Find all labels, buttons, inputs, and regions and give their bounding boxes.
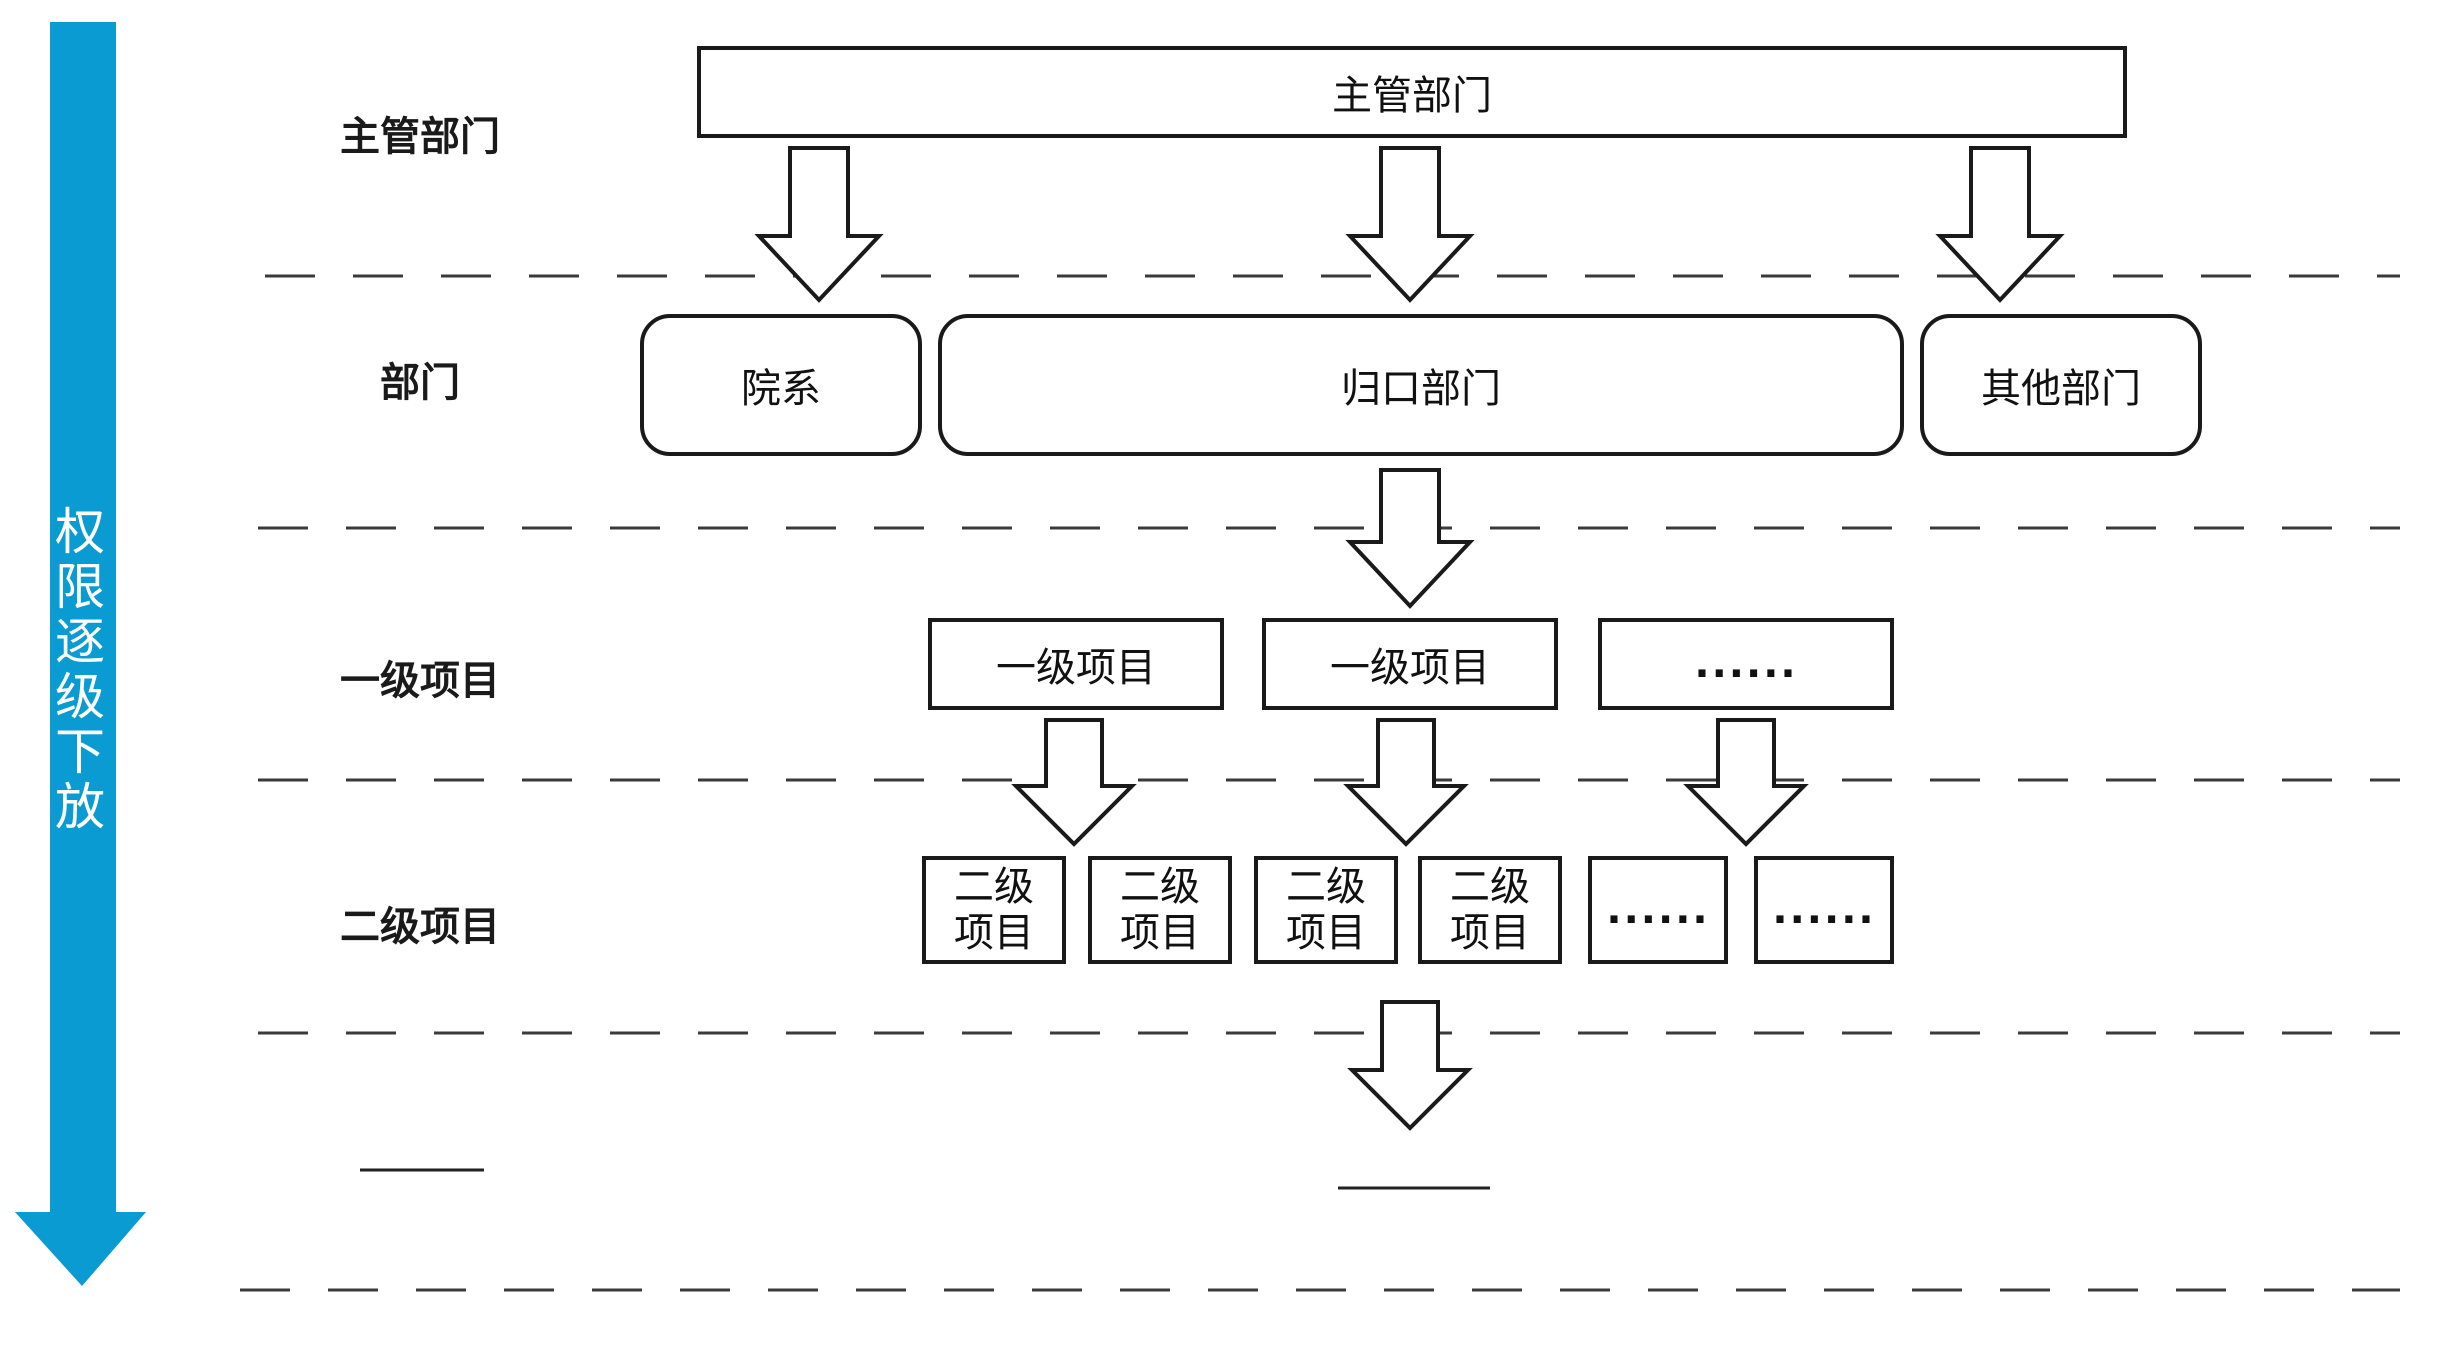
level2-node-more-2-text: ...... (1772, 887, 1876, 933)
down-arrow-icon (1345, 468, 1475, 609)
down-arrow-icon (754, 146, 884, 303)
tier-label-department: 部门 (380, 360, 460, 406)
level2-node-2-line1: 二级 (1120, 864, 1200, 910)
tier-label-supervisor: 主管部门 (340, 114, 500, 160)
down-arrow-icon (1935, 146, 2065, 303)
level2-node-4-line2: 项目 (1450, 910, 1530, 956)
level1-node-more: ...... (1598, 618, 1894, 710)
down-arrow-icon (1683, 718, 1809, 847)
down-arrow-icon (1343, 718, 1469, 847)
down-arrow-icon (1011, 718, 1137, 847)
side-char-3: 逐 (55, 613, 105, 671)
level2-node-more-1: ...... (1588, 856, 1728, 964)
level2-node-1: 二级 项目 (922, 856, 1066, 964)
level2-node-3: 二级 项目 (1254, 856, 1398, 964)
level2-node-more-1-text: ...... (1606, 887, 1710, 933)
side-arrow-icon (15, 22, 146, 1286)
level2-node-2-line2: 项目 (1120, 910, 1200, 956)
level2-node-1-line1: 二级 (954, 864, 1034, 910)
tier-label-level2: 二级项目 (340, 904, 500, 950)
level2-node-4-line1: 二级 (1450, 864, 1530, 910)
side-char-5: 下 (55, 723, 105, 781)
level2-node-1-line2: 项目 (954, 910, 1034, 956)
down-arrow-icon (1347, 1000, 1473, 1131)
side-char-6: 放 (55, 778, 105, 836)
level2-node-2: 二级 项目 (1088, 856, 1232, 964)
down-arrow-icon (1345, 146, 1475, 303)
side-arrow-caption: 权 限 逐 级 下 放 (50, 505, 110, 835)
level2-node-3-line1: 二级 (1286, 864, 1366, 910)
tier-label-level1: 一级项目 (340, 658, 500, 704)
level2-node-3-line2: 项目 (1286, 910, 1366, 956)
level2-node-4: 二级 项目 (1418, 856, 1562, 964)
faculty-node: 院系 (640, 314, 922, 456)
level1-node-1: 一级项目 (928, 618, 1224, 710)
supervisor-node: 主管部门 (697, 46, 2127, 138)
other-dept-node: 其他部门 (1920, 314, 2202, 456)
side-char-2: 限 (55, 558, 105, 616)
level2-node-more-2: ...... (1754, 856, 1894, 964)
level1-node-2: 一级项目 (1262, 618, 1558, 710)
central-dept-node: 归口部门 (938, 314, 1904, 456)
side-char-1: 权 (55, 503, 105, 561)
side-char-4: 级 (55, 668, 105, 726)
